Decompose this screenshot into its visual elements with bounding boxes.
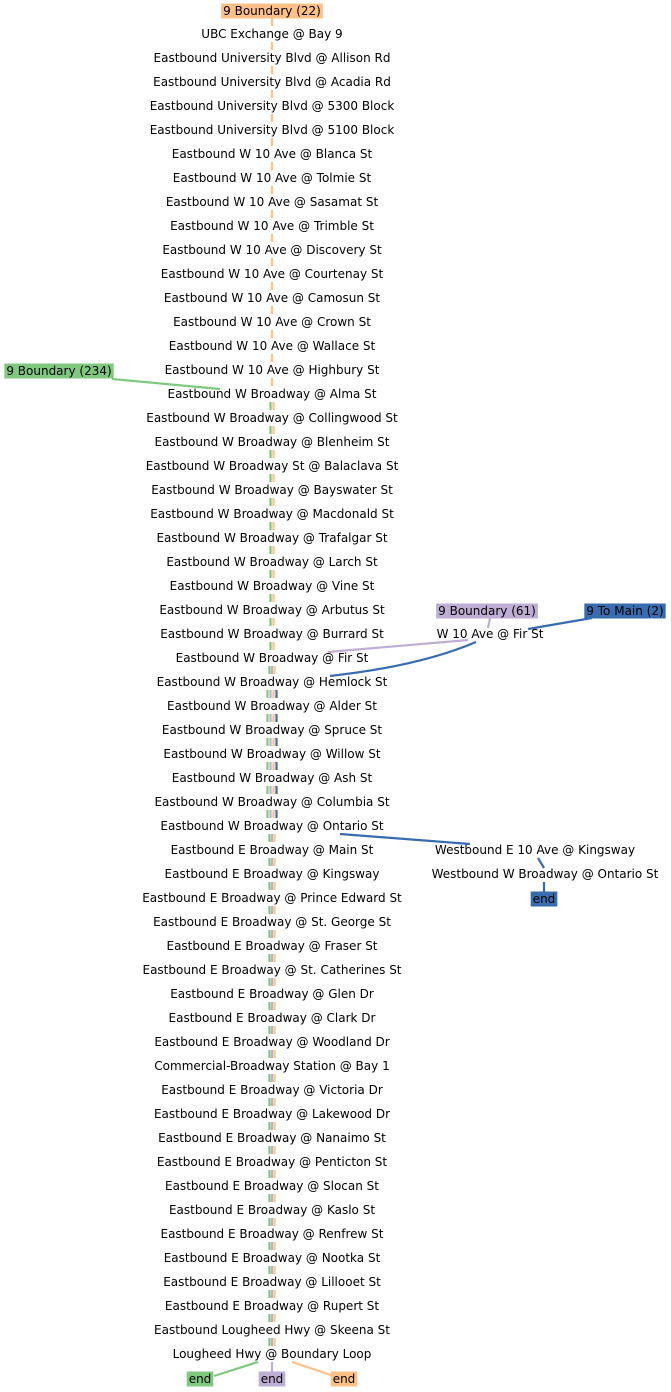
stop-label-eastbound-e-broadway-st-george-st: Eastbound E Broadway @ St. George St xyxy=(153,915,391,929)
svg-text:end: end xyxy=(533,892,556,906)
stop-label-eastbound-w-broadway-macdonald-st: Eastbound W Broadway @ Macdonald St xyxy=(150,507,394,521)
stop-label-eastbound-e-broadway-renfrew-st: Eastbound E Broadway @ Renfrew St xyxy=(160,1227,383,1241)
stop-label-eastbound-e-broadway-fraser-st: Eastbound E Broadway @ Fraser St xyxy=(166,939,377,953)
svg-text:end: end xyxy=(333,1372,356,1386)
stop-label-eastbound-university-blvd-5100-block: Eastbound University Blvd @ 5100 Block xyxy=(150,123,395,137)
terminal-connector xyxy=(213,1360,259,1378)
stop-label-eastbound-w-10-ave-blanca-st: Eastbound W 10 Ave @ Blanca St xyxy=(172,147,373,161)
route-badge-9-boundary-61: 9 Boundary (61) xyxy=(436,603,538,619)
stop-label-lougheed-hwy-boundary-loop: Lougheed Hwy @ Boundary Loop xyxy=(173,1347,372,1361)
branch-connector-to-main xyxy=(537,857,545,869)
side-stop-label-w-10-ave-fir-st: W 10 Ave @ Fir St xyxy=(437,627,544,641)
stop-label-eastbound-lougheed-hwy-skeena-st: Eastbound Lougheed Hwy @ Skeena St xyxy=(154,1323,390,1337)
end-badge: end xyxy=(258,1371,286,1387)
branch-connector-234 xyxy=(111,377,221,391)
stop-label-eastbound-e-broadway-main-st: Eastbound E Broadway @ Main St xyxy=(171,843,374,857)
stop-label-eastbound-w-10-ave-wallace-st: Eastbound W 10 Ave @ Wallace St xyxy=(169,339,376,353)
route-badge-9-boundary-22: 9 Boundary (22) xyxy=(221,3,323,19)
stop-label-eastbound-w-10-ave-trimble-st: Eastbound W 10 Ave @ Trimble St xyxy=(170,219,374,233)
branch-connector-to-main xyxy=(329,640,477,678)
end-badge: end xyxy=(530,891,558,907)
stop-label-eastbound-e-broadway-kaslo-st: Eastbound E Broadway @ Kaslo St xyxy=(169,1203,375,1217)
stop-label-eastbound-e-broadway-st-catherines-st: Eastbound E Broadway @ St. Catherines St xyxy=(142,963,401,977)
branch-connector-61 xyxy=(327,638,469,654)
stop-label-eastbound-w-broadway-fir-st: Eastbound W Broadway @ Fir St xyxy=(176,651,369,665)
stop-label-eastbound-w-10-ave-courtenay-st: Eastbound W 10 Ave @ Courtenay St xyxy=(161,267,384,281)
stop-label-eastbound-w-10-ave-discovery-st: Eastbound W 10 Ave @ Discovery St xyxy=(162,243,382,257)
end-badge: end xyxy=(330,1371,358,1387)
stop-label-commercial-broadway-station-bay-1: Commercial-Broadway Station @ Bay 1 xyxy=(154,1059,389,1073)
route-badge-9-to-main-2: 9 To Main (2) xyxy=(584,603,666,619)
stop-label-eastbound-e-broadway-victoria-dr: Eastbound E Broadway @ Victoria Dr xyxy=(161,1083,383,1097)
stop-label-eastbound-w-broadway-hemlock-st: Eastbound W Broadway @ Hemlock St xyxy=(157,675,388,689)
branch-connector-to-main xyxy=(527,616,593,631)
stop-label-ubc-exchange-bay-9: UBC Exchange @ Bay 9 xyxy=(201,27,342,41)
svg-text:end: end xyxy=(189,1372,212,1386)
stop-label-eastbound-e-broadway-lillooet-st: Eastbound E Broadway @ Lillooet St xyxy=(163,1275,381,1289)
stop-label-eastbound-w-broadway-ontario-st: Eastbound W Broadway @ Ontario St xyxy=(160,819,383,833)
stop-label-eastbound-e-broadway-clark-dr: Eastbound E Broadway @ Clark Dr xyxy=(169,1011,376,1025)
stop-label-eastbound-w-10-ave-sasamat-st: Eastbound W 10 Ave @ Sasamat St xyxy=(166,195,379,209)
stop-label-eastbound-w-broadway-alma-st: Eastbound W Broadway @ Alma St xyxy=(167,387,376,401)
stop-label-eastbound-e-broadway-rupert-st: Eastbound E Broadway @ Rupert St xyxy=(165,1299,379,1313)
stop-label-eastbound-w-broadway-alder-st: Eastbound W Broadway @ Alder St xyxy=(167,699,377,713)
svg-text:end: end xyxy=(261,1372,284,1386)
stop-label-eastbound-w-broadway-collingwood-st: Eastbound W Broadway @ Collingwood St xyxy=(146,411,398,425)
route-badge-9-boundary-234: 9 Boundary (234) xyxy=(4,363,114,379)
stop-label-eastbound-e-broadway-nanaimo-st: Eastbound E Broadway @ Nanaimo St xyxy=(158,1131,386,1145)
svg-text:9 Boundary (61): 9 Boundary (61) xyxy=(438,604,536,618)
svg-text:9 To Main (2): 9 To Main (2) xyxy=(586,604,663,618)
stop-label-eastbound-w-broadway-columbia-st: Eastbound W Broadway @ Columbia St xyxy=(154,795,389,809)
stop-label-eastbound-w-broadway-larch-st: Eastbound W Broadway @ Larch St xyxy=(166,555,378,569)
stop-label-eastbound-w-broadway-bayswater-st: Eastbound W Broadway @ Bayswater St xyxy=(151,483,393,497)
stop-label-eastbound-university-blvd-acadia-rd: Eastbound University Blvd @ Acadia Rd xyxy=(153,75,391,89)
stop-label-eastbound-e-broadway-slocan-st: Eastbound E Broadway @ Slocan St xyxy=(165,1179,379,1193)
stop-label-eastbound-w-10-ave-crown-st: Eastbound W 10 Ave @ Crown St xyxy=(173,315,371,329)
stop-label-eastbound-w-broadway-burrard-st: Eastbound W Broadway @ Burrard St xyxy=(160,627,384,641)
stop-label-eastbound-w-broadway-ash-st: Eastbound W Broadway @ Ash St xyxy=(172,771,373,785)
stop-label-eastbound-w-broadway-st-balaclava-st: Eastbound W Broadway St @ Balaclava St xyxy=(146,459,399,473)
stop-label-eastbound-w-broadway-arbutus-st: Eastbound W Broadway @ Arbutus St xyxy=(159,603,385,617)
stop-label-eastbound-w-10-ave-highbury-st: Eastbound W 10 Ave @ Highbury St xyxy=(165,363,380,377)
end-badge: end xyxy=(186,1371,214,1387)
stop-label-eastbound-w-10-ave-tolmie-st: Eastbound W 10 Ave @ Tolmie St xyxy=(173,171,372,185)
terminal-connector xyxy=(291,1360,335,1378)
stop-label-eastbound-university-blvd-5300-block: Eastbound University Blvd @ 5300 Block xyxy=(150,99,395,113)
stop-labels: UBC Exchange @ Bay 9 Eastbound University… xyxy=(142,27,658,1361)
stop-label-eastbound-e-broadway-kingsway: Eastbound E Broadway @ Kingsway xyxy=(165,867,380,881)
stop-label-eastbound-w-broadway-spruce-st: Eastbound W Broadway @ Spruce St xyxy=(162,723,382,737)
stop-label-eastbound-w-10-ave-camosun-st: Eastbound W 10 Ave @ Camosun St xyxy=(164,291,381,305)
route-badges: 9 Boundary (22) 9 Boundary (234) 9 Boundar… xyxy=(4,3,666,1387)
svg-text:9 Boundary (22): 9 Boundary (22) xyxy=(223,4,321,18)
route-edges xyxy=(111,18,593,1378)
svg-text:9 Boundary (234): 9 Boundary (234) xyxy=(6,364,111,378)
stop-label-eastbound-e-broadway-nootka-st: Eastbound E Broadway @ Nootka St xyxy=(164,1251,381,1265)
stop-label-eastbound-e-broadway-glen-dr: Eastbound E Broadway @ Glen Dr xyxy=(170,987,374,1001)
stop-label-eastbound-e-broadway-penticton-st: Eastbound E Broadway @ Penticton St xyxy=(157,1155,388,1169)
stop-label-eastbound-w-broadway-trafalgar-st: Eastbound W Broadway @ Trafalgar St xyxy=(156,531,387,545)
side-stop-label-westbound-w-broadway-ontario-st: Westbound W Broadway @ Ontario St xyxy=(432,867,659,881)
stop-label-eastbound-w-broadway-vine-st: Eastbound W Broadway @ Vine St xyxy=(170,579,375,593)
branch-connector-to-main xyxy=(339,832,471,846)
stop-label-eastbound-e-broadway-prince-edward-st: Eastbound E Broadway @ Prince Edward St xyxy=(142,891,402,905)
stop-label-eastbound-w-broadway-blenheim-st: Eastbound W Broadway @ Blenheim St xyxy=(155,435,390,449)
branch-connector-61 xyxy=(486,617,492,629)
stop-label-eastbound-w-broadway-willow-st: Eastbound W Broadway @ Willow St xyxy=(163,747,380,761)
stop-label-eastbound-e-broadway-woodland-dr: Eastbound E Broadway @ Woodland Dr xyxy=(154,1035,389,1049)
side-stop-label-westbound-e-10-ave-kingsway: Westbound E 10 Ave @ Kingsway xyxy=(435,843,635,857)
stop-label-eastbound-e-broadway-lakewood-dr: Eastbound E Broadway @ Lakewood Dr xyxy=(154,1107,390,1121)
stop-label-eastbound-university-blvd-allison-rd: Eastbound University Blvd @ Allison Rd xyxy=(154,51,391,65)
